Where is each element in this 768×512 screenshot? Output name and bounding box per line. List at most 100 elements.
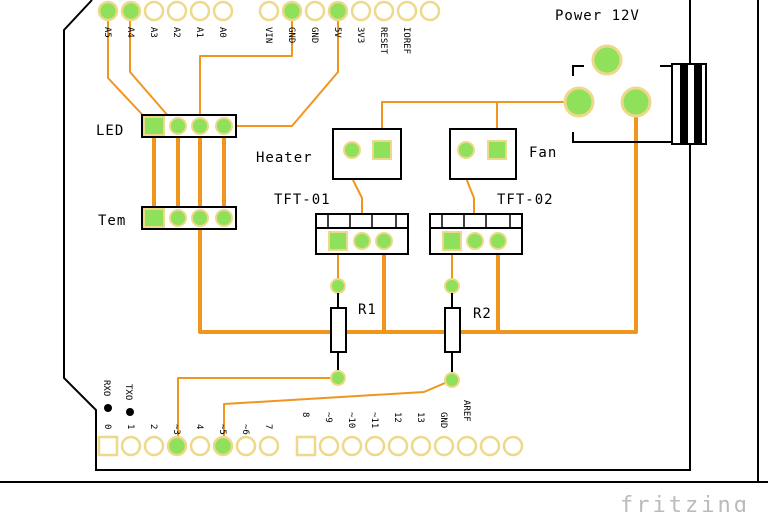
led-label: LED bbox=[96, 123, 124, 139]
bottom-header-right bbox=[295, 435, 524, 457]
bottom-right-labels: 8 ~9 ~10 ~11 12 13 GND AREF bbox=[300, 400, 471, 428]
led-connector bbox=[141, 114, 237, 138]
rx-label-group: RXO bbox=[101, 380, 111, 396]
top-analog-label: A4 bbox=[125, 27, 135, 38]
top-analog-pad bbox=[97, 0, 119, 22]
bottom-right-label-group: ~11 bbox=[369, 412, 379, 428]
top-power-label-group: RESET bbox=[378, 27, 388, 55]
top-header-analog bbox=[97, 0, 234, 22]
bottom-right-label: ~11 bbox=[369, 412, 379, 428]
bottom-right-label-group: 13 bbox=[415, 412, 425, 423]
top-power-pad bbox=[396, 0, 418, 22]
top-power-label: GND bbox=[309, 27, 319, 43]
fan-label: Fan bbox=[529, 145, 557, 161]
top-analog-labels: A5 A4 A3 A2 A1 A0 bbox=[102, 27, 227, 38]
top-power-pad bbox=[281, 0, 303, 22]
top-power-label: IOREF bbox=[401, 27, 411, 54]
bottom-left-pad bbox=[212, 435, 234, 457]
resistor-r2 bbox=[444, 278, 461, 388]
top-analog-pad bbox=[143, 0, 165, 22]
bottom-right-pad bbox=[433, 435, 455, 457]
bottom-left-label: ~5 bbox=[217, 424, 227, 435]
tx-indicator-dot bbox=[126, 408, 134, 416]
bottom-right-label: 12 bbox=[392, 412, 402, 423]
top-power-label-group: IOREF bbox=[401, 27, 411, 54]
tft1-connector bbox=[315, 213, 409, 255]
top-power-pad bbox=[350, 0, 372, 22]
bottom-left-label: 4 bbox=[194, 424, 204, 429]
trace-a5-led bbox=[107, 11, 153, 126]
top-power-label-group: 3V3 bbox=[355, 27, 365, 43]
bottom-left-pad bbox=[143, 435, 165, 457]
bottom-left-label-group: 7 bbox=[263, 424, 273, 429]
heater-connector bbox=[332, 128, 402, 180]
bottom-right-label: GND bbox=[438, 412, 448, 428]
top-power-label: 3V3 bbox=[355, 27, 365, 43]
bottom-left-label: ~6 bbox=[240, 424, 250, 435]
bottom-left-label-group: ~5 bbox=[217, 424, 227, 435]
bottom-right-label: ~10 bbox=[346, 412, 356, 428]
heater-label: Heater bbox=[256, 150, 313, 166]
tft2-label: TFT-02 bbox=[497, 192, 554, 208]
power-label: Power 12V bbox=[555, 8, 640, 24]
r2-label: R2 bbox=[473, 306, 492, 322]
top-analog-label-group: A2 bbox=[171, 27, 181, 38]
top-analog-label: A3 bbox=[148, 27, 158, 38]
trace-a4-led bbox=[129, 11, 177, 126]
bottom-right-label-group: 12 bbox=[392, 412, 402, 423]
tft1-label: TFT-01 bbox=[274, 192, 331, 208]
tem-connector bbox=[141, 206, 237, 230]
bottom-left-label-group: 0 bbox=[102, 424, 112, 429]
bottom-left-label: 2 bbox=[148, 424, 158, 429]
power-jack bbox=[563, 44, 707, 145]
top-analog-label-group: A1 bbox=[194, 27, 204, 38]
signal-traces bbox=[177, 239, 453, 447]
bottom-right-label: 13 bbox=[415, 412, 425, 423]
bottom-left-pad bbox=[189, 435, 211, 457]
bottom-right-label-group: AREF bbox=[461, 400, 471, 422]
bottom-right-label: 8 bbox=[300, 412, 310, 417]
bottom-right-label: AREF bbox=[461, 400, 471, 422]
bottom-right-label: ~9 bbox=[323, 412, 333, 423]
top-analog-pad bbox=[166, 0, 188, 22]
bottom-left-label-group: ~3 bbox=[171, 424, 181, 435]
top-power-pad bbox=[258, 0, 280, 22]
tft2-connector bbox=[429, 213, 523, 255]
bottom-right-pad bbox=[341, 435, 363, 457]
top-analog-label: A1 bbox=[194, 27, 204, 38]
top-analog-label-group: A3 bbox=[148, 27, 158, 38]
top-analog-label-group: A5 bbox=[102, 27, 112, 38]
bottom-left-pad bbox=[166, 435, 188, 457]
bottom-right-pad bbox=[502, 435, 524, 457]
rx-indicator-dot bbox=[104, 404, 112, 412]
bottom-left-label-group: 4 bbox=[194, 424, 204, 429]
bottom-left-pad bbox=[235, 435, 257, 457]
top-power-pad bbox=[304, 0, 326, 22]
watermark: fritzing bbox=[620, 493, 750, 512]
top-analog-pad bbox=[120, 0, 142, 22]
bottom-left-label-group: ~6 bbox=[240, 424, 250, 435]
bottom-right-pad bbox=[364, 435, 386, 457]
bottom-left-pad bbox=[97, 435, 119, 457]
top-analog-label: A0 bbox=[217, 27, 227, 38]
tx-label-group: TXO bbox=[123, 384, 133, 400]
bottom-left-labels: 0 1 2 ~3 4 ~5 ~6 7 bbox=[102, 424, 273, 435]
bottom-left-pad bbox=[258, 435, 280, 457]
bottom-left-label: 1 bbox=[125, 424, 135, 429]
trace-5v-led bbox=[223, 11, 339, 127]
bottom-right-pad bbox=[387, 435, 409, 457]
top-power-label: VIN bbox=[263, 27, 273, 43]
r1-label: R1 bbox=[358, 302, 377, 318]
bottom-right-pad bbox=[479, 435, 501, 457]
bottom-right-pad bbox=[456, 435, 478, 457]
top-analog-label-group: A4 bbox=[125, 27, 135, 38]
tx-label: TXO bbox=[123, 384, 133, 400]
tem-label: Tem bbox=[98, 213, 126, 229]
top-power-pad bbox=[373, 0, 395, 22]
top-power-pad bbox=[327, 0, 349, 22]
top-power-label-group: GND bbox=[309, 27, 319, 43]
top-power-label-group: GND bbox=[286, 27, 296, 43]
top-power-label: RESET bbox=[378, 27, 388, 55]
